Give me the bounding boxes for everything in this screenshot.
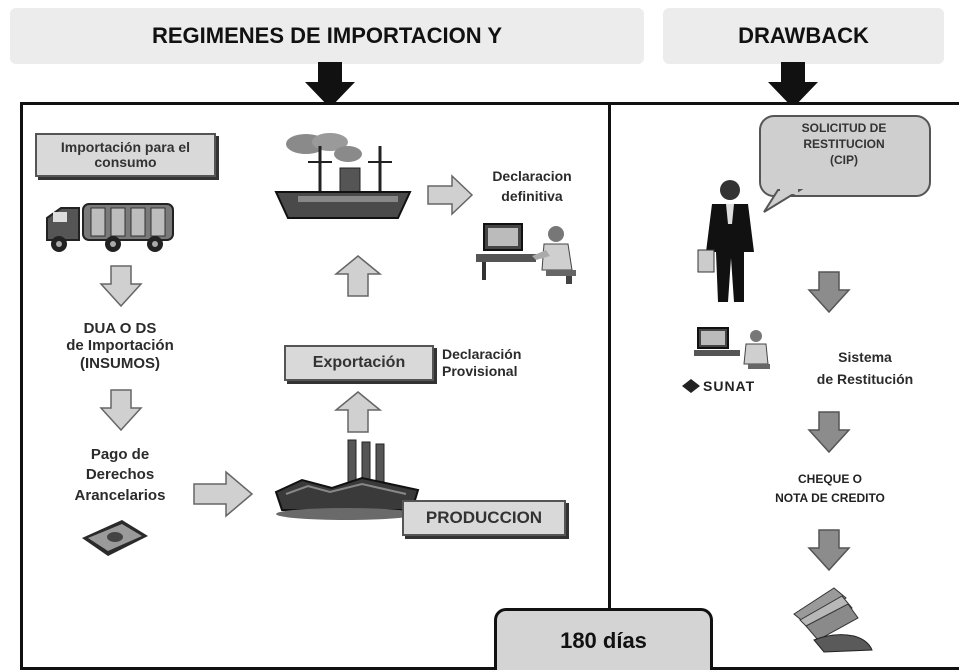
declaracion-definitiva-label: Declaracion definitiva bbox=[472, 166, 592, 207]
dua-line1: DUA O DS bbox=[83, 320, 157, 337]
sistema-line1: Sistema bbox=[838, 349, 892, 365]
money-icon bbox=[82, 520, 148, 556]
produccion-label: PRODUCCION bbox=[425, 508, 543, 527]
header-left-down-arrow-icon bbox=[305, 62, 355, 108]
cheque-label: CHEQUE O NOTA DE CREDITO bbox=[740, 470, 920, 508]
sunat-logo: SUNAT bbox=[682, 376, 778, 396]
sistema-line2: de Restitución bbox=[816, 371, 914, 388]
importacion-label: Importación para el consumo bbox=[60, 138, 191, 170]
declaracion-definitiva-text: Declaracion definitiva bbox=[492, 168, 572, 205]
declaracion-provisional-label: Declaración Provisional bbox=[442, 346, 572, 380]
right-arrow-icon bbox=[193, 470, 254, 518]
header-right-down-arrow-icon bbox=[768, 62, 818, 108]
importacion-box: Importación para el consumo bbox=[35, 133, 216, 177]
days-label: 180 días bbox=[560, 627, 647, 653]
businessman-icon bbox=[697, 180, 754, 302]
down-arrow-icon bbox=[807, 271, 851, 314]
header-left-title: REGIMENES DE IMPORTACION Y bbox=[151, 23, 502, 48]
bubble-text: SOLICITUD DE RESTITUCION (CIP) bbox=[764, 120, 924, 169]
header-right-title: DRAWBACK bbox=[738, 23, 869, 48]
sunat-logo-text: SUNAT bbox=[703, 378, 756, 394]
up-arrow-icon bbox=[333, 255, 383, 297]
truck-icon bbox=[46, 203, 174, 252]
cheque-line2: NOTA DE CREDITO bbox=[775, 491, 885, 506]
bubble-line1: SOLICITUD DE bbox=[801, 121, 887, 135]
down-arrow-icon bbox=[807, 411, 851, 454]
dua-label: DUA O DS de Importación (INSUMOS) bbox=[40, 320, 200, 372]
factory-icon bbox=[274, 439, 420, 520]
dua-line3: (INSUMOS) bbox=[80, 354, 160, 372]
sunat-emblem-icon bbox=[682, 379, 700, 393]
right-arrow-icon bbox=[427, 174, 474, 216]
down-arrow-icon bbox=[807, 529, 851, 572]
pago-line1: Pago de bbox=[90, 446, 150, 463]
bubble-line2: RESTITUCION bbox=[803, 137, 885, 152]
dua-line2: de Importación bbox=[66, 337, 174, 355]
exportacion-label: Exportación bbox=[312, 354, 406, 371]
cheque-line1: CHEQUE O bbox=[797, 472, 862, 486]
pago-line2: Derechos bbox=[85, 466, 155, 484]
up-arrow-icon bbox=[333, 391, 383, 433]
header-right: DRAWBACK bbox=[663, 8, 944, 64]
header-left: REGIMENES DE IMPORTACION Y bbox=[10, 8, 644, 64]
down-arrow-icon bbox=[99, 389, 143, 432]
ship-icon bbox=[274, 133, 412, 219]
money-hand-icon bbox=[793, 587, 873, 653]
declaracion-provisional-line1: Declaración bbox=[442, 346, 522, 362]
pago-line3: Arancelarios bbox=[74, 486, 166, 504]
pago-label: Pago de Derechos Arancelarios bbox=[50, 445, 190, 506]
down-arrow-icon bbox=[99, 265, 143, 308]
declaracion-provisional-line2: Provisional bbox=[442, 362, 518, 379]
bubble-line3: (CIP) bbox=[830, 153, 858, 168]
produccion-box: PRODUCCION bbox=[402, 500, 566, 536]
exportacion-box: Exportación bbox=[284, 345, 434, 381]
computer-operator-icon bbox=[694, 327, 770, 369]
computer-operator-icon bbox=[476, 223, 576, 284]
days-box: 180 días bbox=[494, 608, 713, 670]
sistema-label: Sistema de Restitución bbox=[790, 346, 940, 391]
speech-bubble bbox=[759, 115, 931, 213]
